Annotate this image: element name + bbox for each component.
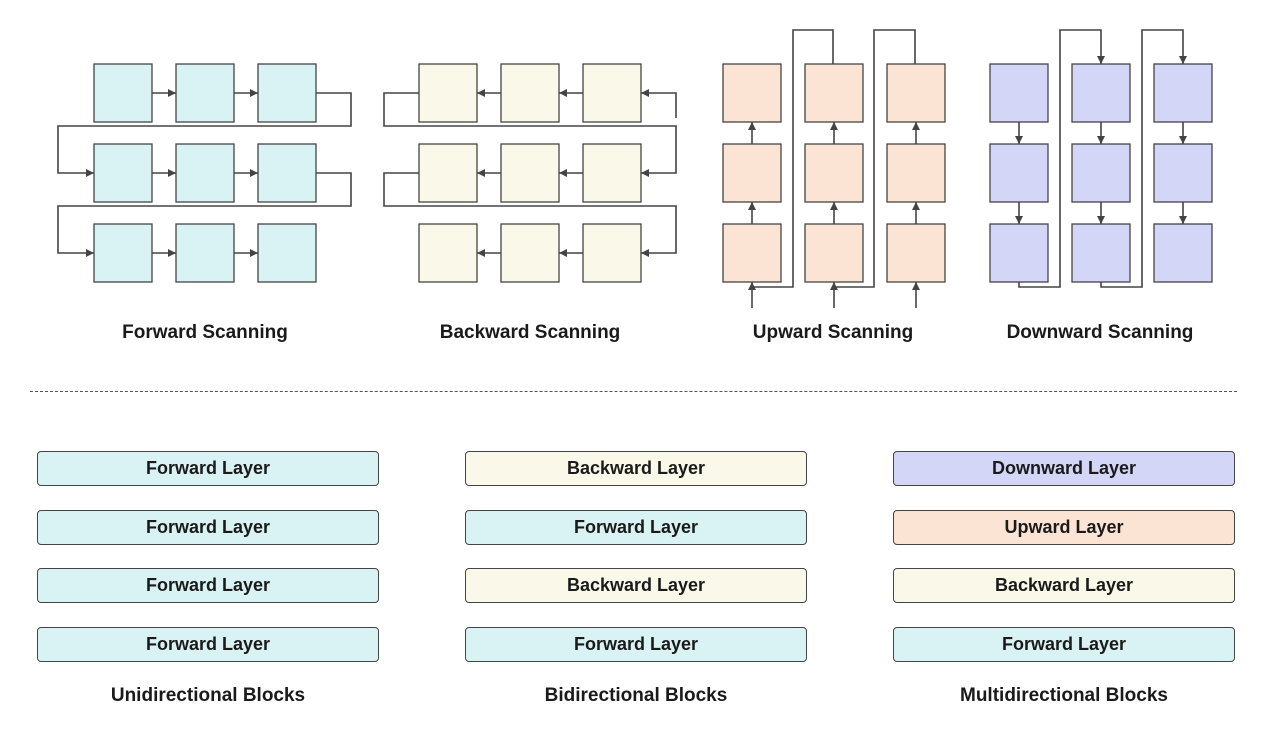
scan-cell [500,63,560,123]
multidirectional-blocks-title: Multidirectional Blocks [960,685,1168,706]
scan-cell [257,223,317,283]
layer-box: Upward Layer [893,509,1235,545]
wrap-connector [383,172,677,257]
backward-scanning-title: Backward Scanning [439,322,621,343]
scan-cell [804,143,864,203]
scan-cell [886,223,946,283]
scan-cell [1071,223,1131,283]
scan-cell [418,63,478,123]
scan-cell [989,63,1049,123]
scan-cell [257,63,317,123]
scan-cell [804,223,864,283]
scan-cell [722,223,782,283]
scan-cell [175,63,235,123]
entry-connector [641,89,677,118]
scan-cell [1153,143,1213,203]
bidirectional-blocks: Backward Layer Forward Layer Backward La… [465,451,807,685]
forward-scanning-title: Forward Scanning [122,322,288,343]
wrap-connector [57,172,352,257]
scan-cell [93,63,153,123]
layer-box: Backward Layer [465,451,807,486]
upward-scanning-title: Upward Scanning [752,322,914,343]
multidirectional-blocks: Downward Layer Upward Layer Backward Lay… [893,451,1235,685]
scan-cell [582,223,642,283]
layer-box: Forward Layer [893,626,1235,662]
section-divider [30,391,1237,392]
scan-cell [722,143,782,203]
scan-cell [1153,223,1213,283]
wrap-connector [57,92,352,177]
wrap-connector [750,29,834,288]
unidirectional-blocks: Forward Layer Forward Layer Forward Laye… [37,451,379,685]
scan-cell [582,143,642,203]
scan-cell [886,63,946,123]
scan-cell [1071,143,1131,203]
scan-cell [93,143,153,203]
unidirectional-blocks-title: Unidirectional Blocks [110,685,306,706]
layer-box: Forward Layer [37,568,379,603]
wrap-connector [1100,29,1187,288]
scan-cell [582,63,642,123]
layer-box: Forward Layer [465,626,807,662]
wrap-connector [1018,29,1105,288]
scan-cell [1153,63,1213,123]
scan-cell [418,143,478,203]
downward-scanning-title: Downward Scanning [1006,322,1194,343]
scan-cell [418,223,478,283]
wrap-connector [383,92,677,177]
scan-cell [500,223,560,283]
scan-cell [989,223,1049,283]
layer-box: Backward Layer [465,568,807,603]
bidirectional-blocks-title: Bidirectional Blocks [544,685,728,706]
layer-box: Forward Layer [37,451,379,486]
scan-cell [500,143,560,203]
scan-cell [93,223,153,283]
scan-cell [722,63,782,123]
wrap-connector [832,29,916,288]
scan-cell [1071,63,1131,123]
scan-cell [989,143,1049,203]
scan-cell [175,223,235,283]
scan-cell [175,143,235,203]
layer-box: Forward Layer [37,626,379,662]
layer-box: Backward Layer [893,568,1235,603]
layer-box: Forward Layer [465,509,807,545]
layer-box: Downward Layer [893,451,1235,486]
scanning-diagrams [57,29,1213,308]
scan-cell [886,143,946,203]
layer-box: Forward Layer [37,509,379,545]
scan-cell [804,63,864,123]
scan-cell [257,143,317,203]
